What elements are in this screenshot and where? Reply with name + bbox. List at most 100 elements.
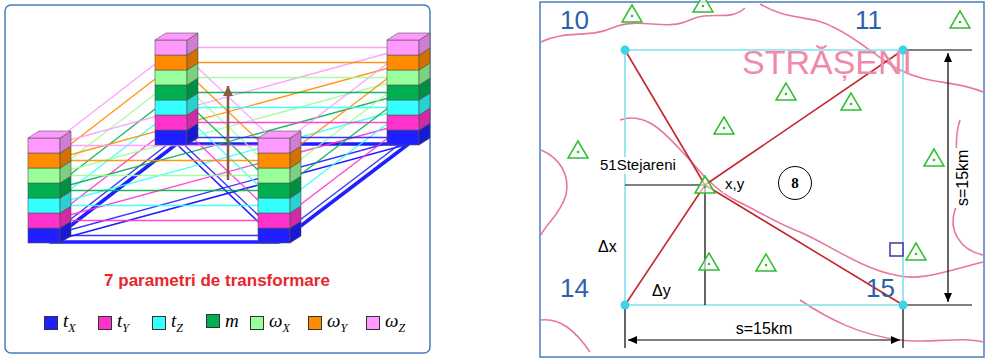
triangulation-point: [756, 254, 776, 271]
legend-label: tZ: [171, 310, 183, 336]
parameter-block: [155, 115, 187, 130]
triangulation-point: [699, 253, 719, 270]
parameter-block: [258, 168, 290, 183]
legend-item: ωX: [250, 310, 290, 336]
triangulation-point: [723, 127, 726, 130]
triangulation-point: [693, 0, 713, 12]
triangulation-point: [950, 11, 970, 28]
base-line: [50, 240, 280, 244]
grid-number: 11: [855, 6, 882, 35]
parameter-block: [387, 70, 419, 85]
dimension-line: [625, 50, 972, 348]
triangulation-point: [568, 141, 588, 158]
grid-number: 14: [560, 274, 589, 303]
triangulation-point: [776, 83, 796, 100]
block-top: [28, 131, 71, 138]
parameter-block: [155, 55, 187, 70]
parameter-block: [387, 40, 419, 55]
offset-line: [625, 185, 705, 305]
legend-swatch: [152, 316, 166, 330]
level-line: [280, 138, 409, 236]
dimension-label: Δx: [596, 238, 619, 256]
triangulation-point: [933, 159, 936, 162]
parameter-block: [155, 85, 187, 100]
triangulation-point: [622, 5, 642, 22]
map-symbol: [890, 243, 903, 256]
level-line: [50, 205, 280, 206]
callout-circle: 8: [778, 166, 812, 200]
vector-arrow: [227, 86, 230, 180]
level-line: [50, 235, 280, 236]
legend-swatch: [44, 316, 58, 330]
triangulation-point: [915, 253, 918, 256]
legend-label: ωZ: [385, 310, 405, 336]
parameter-block: [28, 198, 60, 213]
parameter-block: [387, 85, 419, 100]
legend-item: tX: [44, 310, 76, 336]
dimension-label: Δy: [650, 282, 673, 300]
grid-number: 15: [866, 274, 895, 303]
parameter-block: [155, 130, 187, 145]
triangulation-point: [959, 21, 962, 24]
panel-frame: [5, 5, 430, 353]
parameter-block: [28, 168, 60, 183]
parameter-block: [28, 153, 60, 168]
legend-item: tZ: [152, 310, 183, 336]
triangulation-point: [695, 176, 715, 193]
parameter-block: [258, 183, 290, 198]
parameter-block: [155, 100, 187, 115]
dimension-label: s=15km: [954, 148, 972, 208]
map-grid: [625, 50, 903, 305]
legend-item: ωZ: [366, 310, 405, 336]
level-line: [177, 122, 409, 123]
legend-label: tY: [117, 310, 129, 336]
callout-number: 8: [791, 175, 799, 192]
parameter-block: [258, 228, 290, 243]
station-name: 51Stejareni: [598, 157, 678, 174]
parameter-block: [28, 183, 60, 198]
coordinate-label: x,y: [723, 176, 746, 193]
parameter-block: [155, 70, 187, 85]
panel-frame: [540, 2, 984, 357]
triangulation-points: [568, 0, 970, 271]
parameter-block: [387, 55, 419, 70]
level-line: [177, 62, 409, 63]
block-top: [387, 33, 430, 40]
triangulation-point: [850, 103, 853, 106]
legend-label: ωY: [327, 310, 347, 336]
base-line: [280, 144, 409, 242]
parameter-block: [258, 198, 290, 213]
parameter-block: [28, 213, 60, 228]
legend-label: tX: [63, 310, 76, 336]
ray-line: [625, 50, 903, 305]
legend-swatch: [308, 316, 322, 330]
legend-swatch: [250, 316, 264, 330]
level-line: [50, 160, 280, 161]
legend-swatch: [98, 316, 112, 330]
triangulation-point: [702, 5, 705, 8]
level-line: [50, 190, 280, 191]
triangulation-point: [714, 117, 734, 134]
parameter-block: [387, 100, 419, 115]
triangulation-point: [765, 264, 768, 267]
level-line: [177, 47, 409, 48]
grid-number: 10: [560, 6, 589, 35]
dimension-label: s=15km: [734, 320, 794, 338]
block-top: [258, 131, 301, 138]
triangulation-point: [577, 151, 580, 154]
parameter-block: [387, 130, 419, 145]
triangulation-point: [924, 149, 944, 166]
level-line: [177, 77, 409, 78]
triangulation-point: [708, 263, 711, 266]
legend-label: ωX: [269, 310, 290, 336]
triangulation-point: [631, 15, 634, 18]
level-line: [50, 220, 280, 221]
triangulation-point: [704, 186, 707, 189]
level-line: [177, 107, 409, 108]
level-line: [177, 92, 409, 93]
grid-point: [621, 46, 908, 310]
column-illustration: [28, 33, 430, 243]
parameter-block: [28, 138, 60, 153]
legend-item: ωY: [308, 310, 347, 336]
parameter-block: [155, 40, 187, 55]
